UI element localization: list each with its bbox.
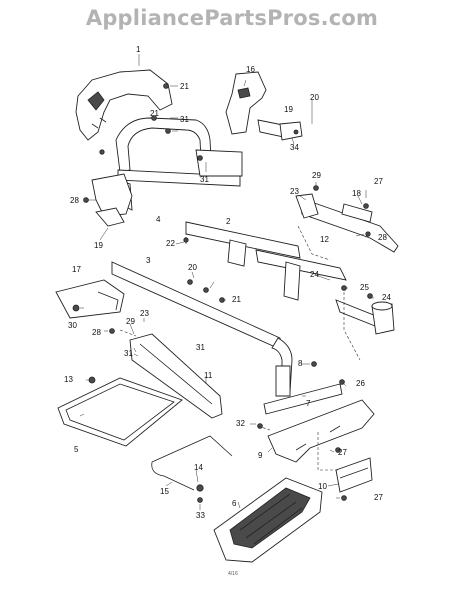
callout-26: 26 [356,379,365,388]
callout-6: 6 [232,499,237,508]
callout-1: 1 [136,45,141,54]
callout-31-a: 31 [180,115,189,124]
alignment-lines [119,225,361,471]
fasteners [72,83,373,503]
callout-22: 22 [166,239,175,248]
callout-13: 13 [64,375,73,384]
callout-23-b: 23 [140,309,149,318]
callout-23-a: 23 [290,187,299,196]
callout-4: 4 [156,215,161,224]
callout-25: 25 [360,283,369,292]
callout-34: 34 [290,143,299,152]
callout-21-c: 21 [232,295,241,304]
callout-32: 32 [236,419,245,428]
part-7-strap [263,383,343,415]
callout-20-a: 20 [310,93,319,102]
part-6-footrest [213,477,323,563]
part-11-side-plate [129,333,223,419]
callout-2: 2 [226,217,231,226]
page-number: 4/16 [228,571,238,577]
callout-29-a: 29 [312,171,321,180]
part-16-bracket [225,71,289,139]
callout-3: 3 [146,256,151,265]
callout-27-c: 27 [374,493,383,502]
callout-8: 8 [298,359,303,368]
callout-19-a: 19 [284,105,293,114]
callout-27-a: 27 [374,177,383,186]
callout-5: 5 [74,445,79,454]
callout-24-b: 24 [382,293,391,302]
main-frame [115,117,243,211]
callout-28-a: 28 [70,196,79,205]
callout-20-b: 20 [188,263,197,272]
callout-28-c: 28 [92,328,101,337]
callout-18: 18 [352,189,361,198]
watermark-logo: AppliancePartsPros.com [85,6,379,30]
part-19-upper [279,121,303,141]
callout-31-c: 31 [196,343,205,352]
callout-14: 14 [194,463,203,472]
part-17-plate [55,279,125,319]
part-2-crossmember [185,221,347,301]
callout-15: 15 [160,487,169,496]
callout-10: 10 [318,482,327,491]
callout-21-b: 21 [150,109,159,118]
part-3-rail [111,261,395,397]
callout-19-b: 19 [94,241,103,250]
part-1-hood [75,69,173,141]
callout-27-b: 27 [338,448,347,457]
callout-28-b: 28 [378,233,387,242]
callout-7: 7 [306,399,311,408]
callout-21-a: 21 [180,82,189,91]
callout-33: 33 [196,511,205,520]
callout-29-b: 29 [126,317,135,326]
callout-12: 12 [320,235,329,244]
callout-11: 11 [204,371,213,380]
callout-labels: 1 21 31 16 19 20 34 2 21 31 28 4 19 22 2… [64,45,391,520]
callout-24-a: 24 [310,270,319,279]
callout-31-b: 31 [200,175,209,184]
leader-lines [79,54,374,510]
callout-31-d: 31 [124,349,133,358]
callout-16: 16 [246,65,255,74]
callout-9: 9 [258,451,263,460]
part-12-arm [295,193,399,253]
part-9-bracket [267,399,375,463]
part-10-step [335,457,373,493]
part-15-rod [151,435,233,491]
callout-17: 17 [72,265,81,274]
part-19-lower-bracket [91,173,133,227]
part-5-floor-plate [57,377,183,447]
callout-30: 30 [68,321,77,330]
